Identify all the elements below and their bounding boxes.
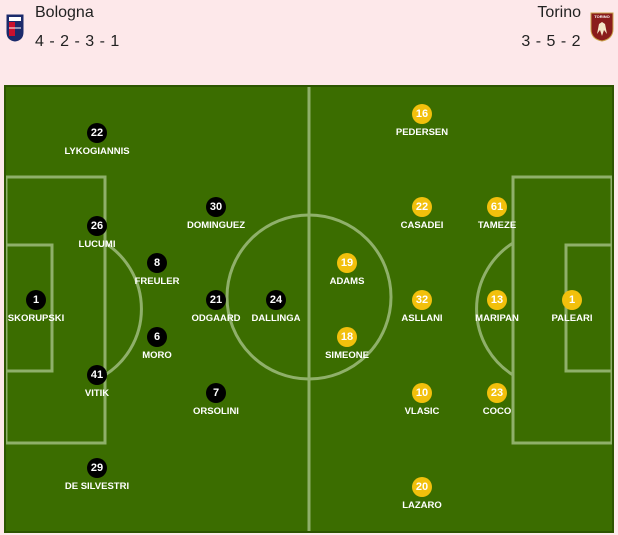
- shirt-number: 16: [412, 104, 432, 124]
- player-vitik[interactable]: 41 VITIK: [52, 365, 142, 399]
- player-name: DOMINGUEZ: [186, 220, 246, 231]
- player-name: PALEARI: [551, 313, 593, 324]
- player-paleari[interactable]: 1 PALEARI: [527, 290, 617, 324]
- player-name: CASADEI: [400, 220, 444, 231]
- player-moro[interactable]: 6 MORO: [112, 327, 202, 361]
- shirt-number: 1: [562, 290, 582, 310]
- player-name: VITIK: [84, 388, 110, 399]
- pitch-markings: [6, 87, 612, 531]
- torino-crest-text: TORINO: [594, 14, 609, 19]
- away-formation: 3 - 5 - 2: [521, 33, 581, 50]
- player-name: DE SILVESTRI: [64, 481, 130, 492]
- bologna-crest-icon: [6, 14, 24, 47]
- home-formation: 4 - 2 - 3 - 1: [35, 33, 120, 50]
- shirt-number: 21: [206, 290, 226, 310]
- player-name: FREULER: [134, 276, 180, 287]
- player-de-silvestri[interactable]: 29 DE SILVESTRI: [52, 458, 142, 492]
- away-team-name: Torino: [537, 4, 581, 21]
- pitch: 22 LYKOGIANNIS 26 LUCUMI 1 SKORUPSKI 41 …: [4, 85, 614, 533]
- player-casadei[interactable]: 22 CASADEI: [377, 197, 467, 231]
- shirt-number: 24: [266, 290, 286, 310]
- player-name: ASLLANI: [401, 313, 443, 324]
- shirt-number: 10: [412, 383, 432, 403]
- torino-crest-icon: TORINO: [590, 12, 614, 47]
- player-lucumi[interactable]: 26 LUCUMI: [52, 216, 142, 250]
- home-team-name: Bologna: [35, 4, 94, 21]
- shirt-number: 41: [87, 365, 107, 385]
- shirt-number: 19: [337, 253, 357, 273]
- player-simeone[interactable]: 18 SIMEONE: [302, 327, 392, 361]
- player-name: VLASIC: [404, 406, 440, 417]
- player-name: DALLINGA: [251, 313, 301, 324]
- player-vlasic[interactable]: 10 VLASIC: [377, 383, 467, 417]
- shirt-number: 8: [147, 253, 167, 273]
- player-name: MORO: [142, 350, 172, 361]
- player-skorupski[interactable]: 1 SKORUPSKI: [0, 290, 81, 324]
- player-name: ADAMS: [329, 276, 365, 287]
- shirt-number: 13: [487, 290, 507, 310]
- shirt-number: 1: [26, 290, 46, 310]
- shirt-number: 26: [87, 216, 107, 236]
- player-name: SIMEONE: [325, 350, 369, 361]
- player-name: TAMEZE: [477, 220, 517, 231]
- player-name: COCO: [482, 406, 512, 417]
- shirt-number: 22: [87, 123, 107, 143]
- shirt-number: 22: [412, 197, 432, 217]
- shirt-number: 18: [337, 327, 357, 347]
- player-orsolini[interactable]: 7 ORSOLINI: [171, 383, 261, 417]
- player-lykogiannis[interactable]: 22 LYKOGIANNIS: [52, 123, 142, 157]
- player-pedersen[interactable]: 16 PEDERSEN: [377, 104, 467, 138]
- shirt-number: 23: [487, 383, 507, 403]
- player-lazaro[interactable]: 20 LAZARO: [377, 477, 467, 511]
- player-dominguez[interactable]: 30 DOMINGUEZ: [171, 197, 261, 231]
- player-name: ODGAARD: [191, 313, 241, 324]
- shirt-number: 30: [206, 197, 226, 217]
- player-maripan[interactable]: 13 MARIPAN: [452, 290, 542, 324]
- player-odgaard[interactable]: 21 ODGAARD: [171, 290, 261, 324]
- player-coco[interactable]: 23 COCO: [452, 383, 542, 417]
- shirt-number: 61: [487, 197, 507, 217]
- player-name: MARIPAN: [475, 313, 519, 324]
- shirt-number: 7: [206, 383, 226, 403]
- player-name: LAZARO: [402, 500, 442, 511]
- player-tameze[interactable]: 61 TAMEZE: [452, 197, 542, 231]
- shirt-number: 20: [412, 477, 432, 497]
- player-name: LYKOGIANNIS: [64, 146, 130, 157]
- player-name: ORSOLINI: [193, 406, 239, 417]
- player-freuler[interactable]: 8 FREULER: [112, 253, 202, 287]
- player-name: LUCUMI: [78, 239, 116, 250]
- player-dallinga[interactable]: 24 DALLINGA: [231, 290, 321, 324]
- match-header: Bologna 4 - 2 - 3 - 1 Torino 3 - 5 - 2 T…: [0, 0, 618, 84]
- shirt-number: 29: [87, 458, 107, 478]
- player-name: PEDERSEN: [395, 127, 449, 138]
- player-name: SKORUPSKI: [7, 313, 65, 324]
- shirt-number: 6: [147, 327, 167, 347]
- shirt-number: 32: [412, 290, 432, 310]
- player-asllani[interactable]: 32 ASLLANI: [377, 290, 467, 324]
- player-adams[interactable]: 19 ADAMS: [302, 253, 392, 287]
